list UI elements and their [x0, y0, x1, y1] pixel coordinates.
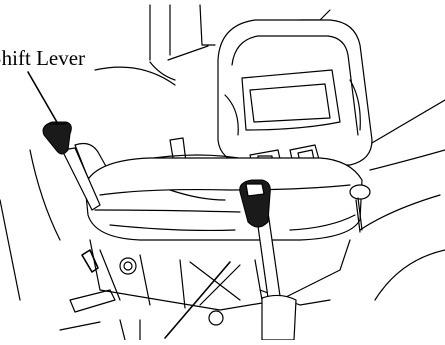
callout-leader-line [28, 72, 58, 124]
seat-cushion [85, 158, 362, 240]
shift-lever-callout: Shift Lever [0, 48, 85, 69]
seat-backrest [218, 20, 372, 165]
callout-leader-line-bottom [165, 262, 230, 338]
